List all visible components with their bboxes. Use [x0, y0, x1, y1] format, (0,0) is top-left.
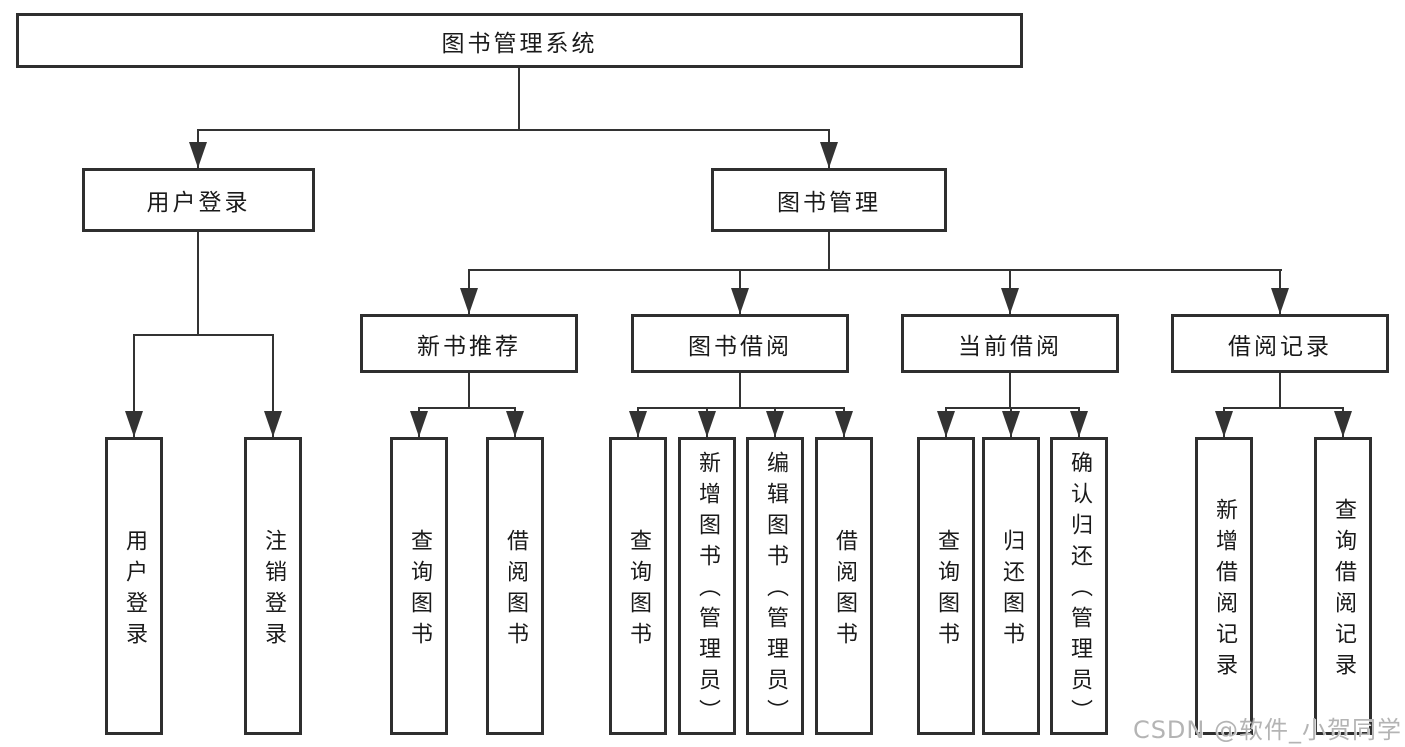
- leaf-query-books-2: 查询图书: [609, 437, 667, 735]
- leaf-logout: 注销登录: [244, 437, 302, 735]
- leaf-query-books-3-label: 查询图书: [934, 528, 959, 653]
- arrow-down-icon: [835, 411, 853, 437]
- leaf-confirm-return-admin: 确认归还（管理员）: [1050, 437, 1108, 735]
- leaf-user-login-label: 用户登录: [122, 528, 147, 653]
- connector-line: [828, 232, 830, 271]
- leaf-borrow-books-2-label: 借阅图书: [832, 528, 857, 653]
- connector-line: [197, 232, 199, 336]
- connector-line: [1279, 373, 1281, 409]
- connector-line: [133, 334, 135, 437]
- arrow-down-icon: [698, 411, 716, 437]
- arrow-down-icon: [1271, 288, 1289, 314]
- connector-line: [945, 407, 1080, 409]
- arrow-down-icon: [629, 411, 647, 437]
- connector-line: [1009, 373, 1011, 409]
- csdn-watermark: CSDN @软件_小贺同学: [1132, 716, 1402, 744]
- node-root-label: 图书管理系统: [441, 30, 598, 57]
- leaf-query-books-2-label: 查询图书: [626, 528, 651, 653]
- connector-line: [637, 407, 845, 409]
- node-book-borrow-label: 图书借阅: [688, 333, 792, 360]
- leaf-query-borrow-record: 查询借阅记录: [1314, 437, 1372, 735]
- leaf-return-book: 归还图书: [982, 437, 1040, 735]
- connector-line: [272, 334, 274, 437]
- leaf-edit-book-admin-label: 编辑图书（管理员）: [763, 451, 788, 730]
- leaf-confirm-return-admin-label: 确认归还（管理员）: [1067, 451, 1092, 730]
- connector-line: [468, 269, 1282, 271]
- arrow-down-icon: [766, 411, 784, 437]
- arrow-down-icon: [1002, 411, 1020, 437]
- node-borrow-record: 借阅记录: [1171, 314, 1389, 373]
- leaf-add-borrow-record: 新增借阅记录: [1195, 437, 1253, 735]
- node-book-borrow: 图书借阅: [631, 314, 849, 373]
- arrow-down-icon: [125, 411, 143, 437]
- leaf-add-book-admin-label: 新增图书（管理员）: [695, 451, 720, 730]
- leaf-logout-label: 注销登录: [261, 528, 286, 653]
- leaf-add-borrow-record-label: 新增借阅记录: [1212, 497, 1237, 684]
- arrow-down-icon: [731, 288, 749, 314]
- node-user-login: 用户登录: [82, 168, 315, 232]
- leaf-edit-book-admin: 编辑图书（管理员）: [746, 437, 804, 735]
- node-root: 图书管理系统: [16, 13, 1023, 68]
- arrow-down-icon: [937, 411, 955, 437]
- arrow-down-icon: [506, 411, 524, 437]
- leaf-borrow-books-2: 借阅图书: [815, 437, 873, 735]
- leaf-return-book-label: 归还图书: [999, 528, 1024, 653]
- leaf-query-books-1: 查询图书: [390, 437, 448, 735]
- arrow-down-icon: [1001, 288, 1019, 314]
- leaf-user-login: 用户登录: [105, 437, 163, 735]
- connector-line: [418, 407, 516, 409]
- connector-line: [197, 129, 830, 131]
- node-book-management-label: 图书管理: [777, 190, 881, 216]
- node-book-management: 图书管理: [711, 168, 947, 232]
- arrow-down-icon: [460, 288, 478, 314]
- arrow-down-icon: [189, 142, 207, 168]
- connector-line: [133, 334, 274, 336]
- node-current-borrow-label: 当前借阅: [958, 333, 1062, 360]
- node-current-borrow: 当前借阅: [901, 314, 1119, 373]
- arrow-down-icon: [1215, 411, 1233, 437]
- leaf-borrow-books-1: 借阅图书: [486, 437, 544, 735]
- node-borrow-record-label: 借阅记录: [1228, 333, 1332, 360]
- connector-line: [739, 373, 741, 409]
- connector-line: [468, 373, 470, 409]
- leaf-borrow-books-1-label: 借阅图书: [503, 528, 528, 653]
- connector-line: [1223, 407, 1344, 409]
- leaf-query-borrow-record-label: 查询借阅记录: [1331, 497, 1356, 684]
- leaf-add-book-admin: 新增图书（管理员）: [678, 437, 736, 735]
- arrow-down-icon: [410, 411, 428, 437]
- arrow-down-icon: [264, 411, 282, 437]
- arrow-down-icon: [1334, 411, 1352, 437]
- node-user-login-label: 用户登录: [146, 190, 251, 216]
- node-new-book-recommend: 新书推荐: [360, 314, 578, 373]
- arrow-down-icon: [1070, 411, 1088, 437]
- arrow-down-icon: [820, 142, 838, 168]
- leaf-query-books-1-label: 查询图书: [407, 528, 432, 653]
- node-new-book-recommend-label: 新书推荐: [417, 333, 521, 360]
- leaf-query-books-3: 查询图书: [917, 437, 975, 735]
- connector-line: [518, 68, 520, 130]
